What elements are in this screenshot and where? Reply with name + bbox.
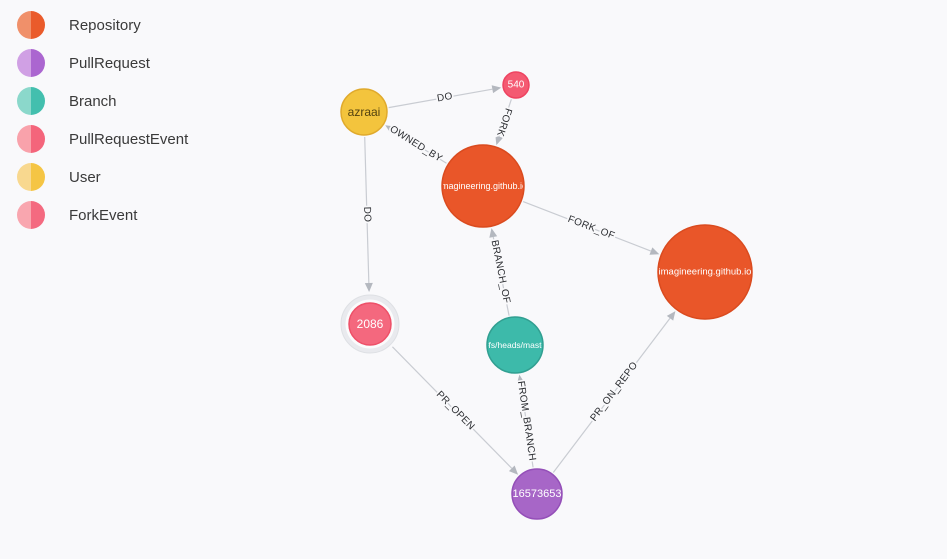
node-caption: 2086: [357, 317, 384, 331]
relationship-type-label[interactable]: PR_ON_REPO: [587, 358, 642, 425]
legend-item-label: User: [69, 168, 101, 186]
relationship-fork[interactable]: FORK: [492, 99, 515, 146]
node-repo-main[interactable]: imagineering.github.io: [439, 144, 527, 228]
relationship-owned-by[interactable]: OWNED_BY: [385, 122, 447, 166]
relationship-arrowhead-icon: [495, 135, 503, 146]
relationship-from-branch[interactable]: FROM_BRANCH: [513, 374, 539, 468]
legend-item-forkevent[interactable]: ForkEvent: [17, 200, 188, 230]
legend-item-repository[interactable]: Repository: [17, 10, 188, 40]
legend-item-user[interactable]: User: [17, 162, 188, 192]
relationship-line[interactable]: [388, 88, 493, 109]
relationship-arrowhead-icon: [489, 228, 498, 238]
legend-item-label: PullRequestEvent: [69, 130, 189, 148]
node-caption: 540: [508, 80, 525, 91]
node-circle-pullrequest[interactable]: [511, 468, 563, 520]
node-branch-master[interactable]: refs/heads/master: [481, 316, 549, 374]
node-circle-repository[interactable]: [441, 144, 525, 228]
relationship-line[interactable]: [498, 99, 512, 137]
relationship-type-label[interactable]: FORK: [492, 105, 515, 139]
relationship-arrowhead-icon: [364, 282, 373, 293]
legend-item-label: Repository: [69, 16, 141, 34]
relationship-type-label[interactable]: BRANCH_OF: [487, 237, 514, 306]
relationship-line[interactable]: [522, 200, 652, 252]
node-circle-forkevent[interactable]: [502, 71, 530, 99]
node-prevent-2086[interactable]: 2086: [340, 294, 400, 354]
repository-color-swatch-icon: [17, 11, 45, 39]
nodes-layer: azraai 540 imagineering.github.io imagineer…: [340, 71, 753, 520]
node-circle-branch[interactable]: [486, 316, 544, 374]
node-circle-pullrequestevent[interactable]: [348, 302, 392, 346]
relationship-arrowhead-icon: [666, 311, 676, 321]
relationship-type-label[interactable]: DO: [359, 205, 374, 224]
node-caption: azraai: [348, 105, 381, 119]
relationship-do[interactable]: DO: [388, 85, 502, 109]
relationship-type-label[interactable]: FROM_BRANCH: [513, 379, 539, 464]
pullrequest-color-swatch-icon: [17, 49, 45, 77]
relationship-line[interactable]: [552, 317, 671, 473]
legend-item-label: Branch: [69, 92, 117, 110]
node-pr-16573653[interactable]: 16573653: [511, 468, 563, 520]
node-caption: refs/heads/master: [481, 340, 549, 350]
node-caption: 16573653: [513, 488, 562, 500]
legend: Repository PullRequest Branch PullReques…: [17, 10, 188, 238]
relationship-arrowhead-icon: [508, 465, 519, 475]
node-circle-user[interactable]: [340, 88, 388, 136]
legend-item-branch[interactable]: Branch: [17, 86, 188, 116]
pullrequestevent-color-swatch-icon: [17, 125, 45, 153]
legend-item-pullrequestevent[interactable]: PullRequestEvent: [17, 124, 188, 154]
relationship-fork-of[interactable]: FORK_OF: [522, 200, 660, 255]
relationship-arrowhead-icon: [491, 85, 502, 94]
branch-color-swatch-icon: [17, 87, 45, 115]
node-caption: imagineering.github.io: [659, 267, 752, 278]
relationship-type-label[interactable]: OWNED_BY: [386, 122, 446, 166]
relationship-arrowhead-icon: [649, 247, 660, 255]
node-caption: imagineering.github.io: [439, 181, 527, 191]
relationship-branch-of[interactable]: BRANCH_OF: [487, 228, 514, 316]
node-forkevent-540[interactable]: 540: [502, 71, 530, 99]
relationship-pr-on-repo[interactable]: PR_ON_REPO: [552, 311, 676, 473]
node-circle-repository[interactable]: [657, 224, 753, 320]
relationship-line[interactable]: [520, 383, 534, 468]
relationship-line[interactable]: [391, 346, 513, 469]
relationship-line[interactable]: [492, 236, 510, 316]
legend-item-label: PullRequest: [69, 54, 150, 72]
relationship-arrowhead-icon: [516, 374, 525, 385]
legend-item-label: ForkEvent: [69, 206, 138, 224]
relationship-line[interactable]: [392, 129, 447, 164]
node-repo-fork[interactable]: imagineering.github.io: [657, 224, 753, 320]
legend-item-pullrequest[interactable]: PullRequest: [17, 48, 188, 78]
relationships-layer: DO FORK OWNED_BY DO BRANCH_OF FORK_OF PR_OPEN F…: [359, 85, 676, 475]
relationship-do[interactable]: DO: [359, 136, 374, 293]
relationship-type-label[interactable]: DO: [435, 89, 456, 106]
relationship-type-label[interactable]: PR_OPEN: [432, 387, 478, 434]
relationship-arrowhead-icon: [385, 125, 395, 134]
user-color-swatch-icon: [17, 163, 45, 191]
relationship-line[interactable]: [364, 136, 370, 284]
node-user-azraai[interactable]: azraai: [340, 88, 388, 136]
relationship-type-label[interactable]: FORK_OF: [564, 212, 617, 244]
forkevent-color-swatch-icon: [17, 201, 45, 229]
